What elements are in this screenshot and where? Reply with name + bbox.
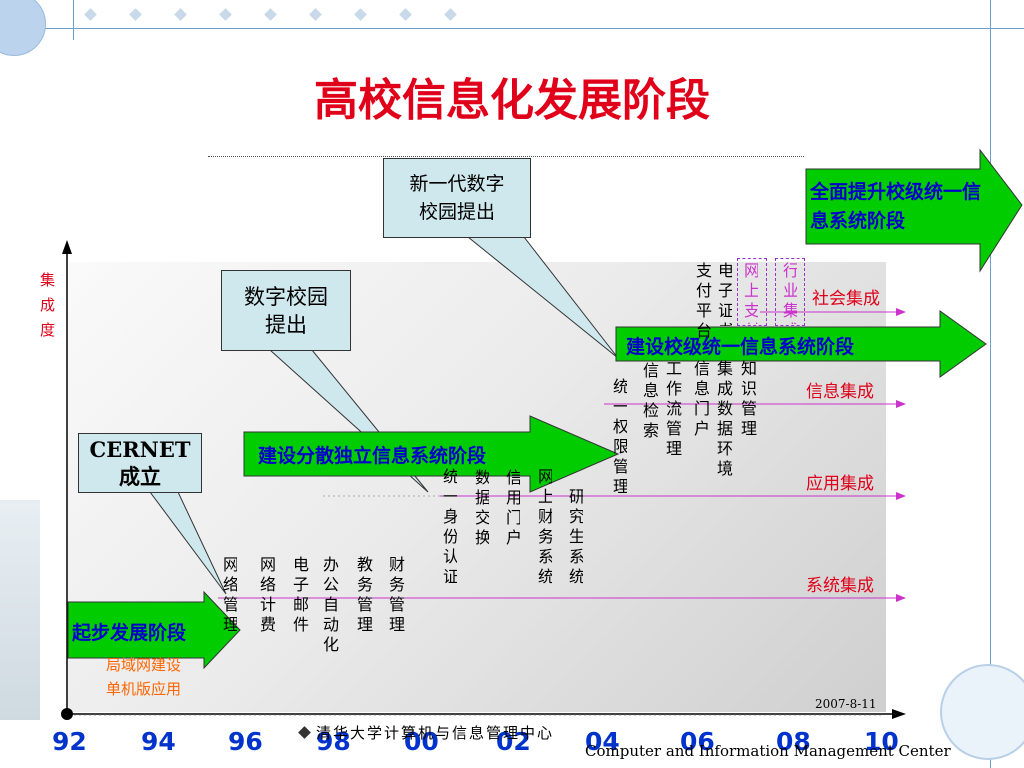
left-photo-decoration [0, 500, 40, 720]
y-axis-label: 集成度 [40, 271, 56, 339]
callout-pointer-cernet [149, 491, 227, 595]
vertical-item: 数据交换 [473, 469, 489, 549]
level-label-information: 信息集成 [806, 382, 874, 402]
vertical-item: 网络计费 [257, 556, 276, 636]
level-arrowhead [896, 594, 906, 602]
arrow-shape-dispersed [243, 415, 620, 493]
level-label-system: 系统集成 [806, 576, 874, 596]
level-label-application: 应用集成 [806, 474, 874, 494]
callout-cernet: CERNET 成立 [78, 433, 202, 493]
vertical-item: 集成数据环境 [714, 360, 733, 480]
x-tick: 04 [585, 727, 620, 756]
callout-pointer-newgen [466, 236, 619, 359]
vertical-item: 信息检索 [640, 362, 659, 442]
vertical-item: 行业集成 [781, 262, 797, 324]
vertical-item: 网上财务系统 [536, 468, 552, 588]
x-tick: 96 [228, 727, 263, 756]
initial-note-standalone: 单机版应用 [106, 680, 182, 698]
vertical-item: 工作流管理 [663, 360, 682, 460]
vertical-item: 电子证书 [716, 262, 732, 326]
x-tick: 94 [141, 727, 176, 756]
x-tick: 08 [776, 727, 811, 756]
vertical-item: 电子邮件 [290, 556, 309, 636]
callout-new-generation: 新一代数字 校园提出 [383, 158, 531, 238]
vertical-item: 统一权限管理 [611, 378, 627, 498]
vertical-item: 研究生系统 [567, 488, 583, 588]
slide-date: 2007-8-11 [815, 697, 877, 711]
dashed-box-industry [775, 258, 805, 326]
y-axis-arrowhead [62, 240, 72, 254]
arrow-shape-comprehensive [805, 148, 1023, 273]
level-label-social: 社会集成 [812, 289, 880, 309]
slide-title: 高校信息化发展阶段 [314, 75, 710, 126]
footer-org: 清华大学计算机与信息管理中心 [316, 724, 555, 742]
x-tick: 92 [52, 727, 87, 756]
stage-label-initial: 起步发展阶段 [72, 622, 187, 644]
vertical-item: 财务管理 [386, 556, 405, 636]
vertical-item: 信息门户 [691, 360, 710, 440]
vertical-item: 信用门户 [504, 469, 520, 549]
origin-dot [61, 708, 73, 720]
level-arrowhead [896, 492, 906, 500]
callout-digital-campus: 数字校园 提出 [221, 270, 351, 351]
footer-org-en: Computer and Information Management Cent… [585, 742, 951, 760]
vertical-item: 教务管理 [354, 556, 373, 636]
vertical-item: 统一身份认证 [441, 468, 457, 588]
stage-label-dispersed: 建设分散独立信息系统阶段 [258, 445, 487, 467]
vertical-item: 网上支付 [742, 262, 758, 324]
x-tick: 06 [680, 727, 715, 756]
x-tick: 02 [496, 727, 531, 756]
stage-label-unified: 建设校级统一信息系统阶段 [626, 336, 855, 358]
x-axis-arrowhead [892, 709, 906, 719]
arrow-shape-unified [615, 310, 987, 378]
x-tick: 10 [864, 727, 899, 756]
title-underline [208, 156, 804, 157]
arrow-shape-initial [67, 590, 241, 670]
x-tick: 98 [316, 727, 351, 756]
vertical-item: 网络管理 [221, 556, 237, 636]
corner-circle-bottomright [940, 664, 1024, 760]
frame-line-right [990, 0, 991, 768]
frame-line-left [73, 0, 74, 40]
frame-line-top [0, 28, 1024, 29]
vertical-item: 办公自动化 [320, 556, 339, 656]
stage-label-comprehensive: 全面提升校级统一信息系统阶段 [810, 181, 982, 232]
level-arrowhead [896, 308, 906, 316]
level-arrowhead [896, 400, 906, 408]
vertical-item: 知识管理 [738, 360, 757, 440]
x-tick: 00 [404, 727, 439, 756]
vertical-item: 支付平台 [693, 262, 712, 342]
dashed-box-online-payment [737, 258, 767, 326]
initial-note-lan: 局域网建设 [106, 656, 182, 674]
